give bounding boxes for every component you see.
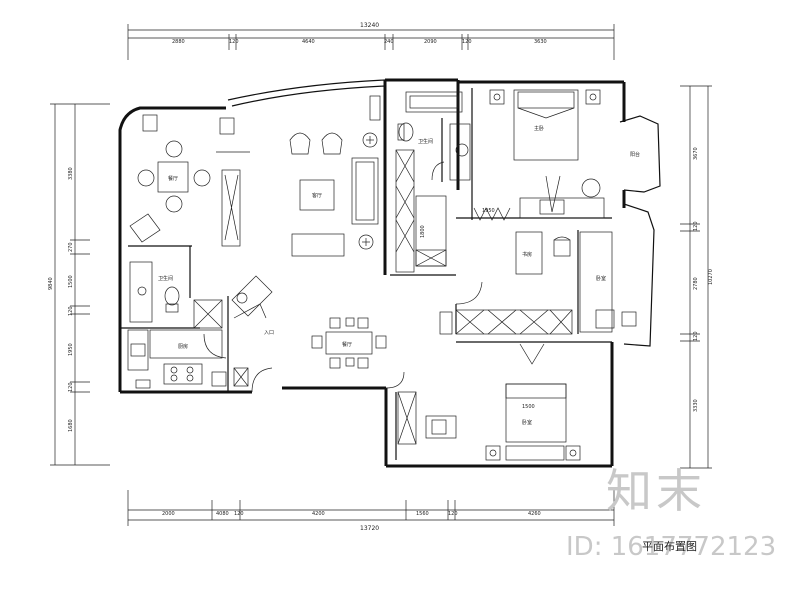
left-dim-5: 1950 xyxy=(68,343,74,356)
right-total-dimension: 10270 xyxy=(708,269,714,285)
bottom-total-dimension: 13720 xyxy=(360,525,379,532)
top-dim-6: 120 xyxy=(462,39,472,45)
bottom-dim-6: 120 xyxy=(448,511,458,517)
top-dim-7: 3630 xyxy=(534,39,547,45)
door-entry-label: 入口 xyxy=(264,330,274,336)
kitchen: 厨房 xyxy=(127,329,249,389)
right-dim-2: 120 xyxy=(693,221,699,231)
right-dim-3: 2780 xyxy=(693,277,699,290)
exterior-walls xyxy=(118,78,661,468)
left-dimension: 9840 3380 270 1500 120 1950 120 1680 xyxy=(48,103,110,466)
dining-area: 餐厅 xyxy=(311,317,387,369)
dining-label: 餐厅 xyxy=(342,341,352,348)
study-label: 书房 xyxy=(522,251,532,258)
right-dimension: 3670 120 2780 120 3330 10270 xyxy=(680,85,714,469)
left-dim-6: 120 xyxy=(68,382,74,392)
right-dim-5: 3330 xyxy=(693,399,699,412)
study-corner: 入口 xyxy=(231,275,274,336)
bed-size-tag-1: 1800 xyxy=(420,225,426,238)
left-total-dimension: 9840 xyxy=(48,277,54,290)
left-dim-2: 270 xyxy=(68,242,74,252)
closet-size-label: 1950 xyxy=(482,208,495,214)
left-dim-3: 1500 xyxy=(68,275,74,288)
right-dim-1: 3670 xyxy=(693,147,699,160)
balcony-label: 阳台 xyxy=(630,151,640,158)
bathroom-left: 卫生间 xyxy=(129,261,223,329)
top-dim-5: 2090 xyxy=(424,39,437,45)
bed-size-tag-2: 1500 xyxy=(522,404,535,410)
bottom-dim-5: 1560 xyxy=(416,511,429,517)
living-label: 客厅 xyxy=(312,192,322,199)
bathroom-right: 卫生间 xyxy=(397,91,471,181)
bathroom-left-label: 卫生间 xyxy=(158,275,173,282)
top-dim-2: 120 xyxy=(229,39,239,45)
top-dim-3: 4640 xyxy=(302,39,315,45)
bottom-dim-7: 4260 xyxy=(528,511,541,517)
master-bed-label: 主卧 xyxy=(534,125,544,132)
living-room: 客厅 xyxy=(289,95,381,257)
left-dim-4: 120 xyxy=(68,306,74,316)
bottom-dim-1: 2000 xyxy=(162,511,175,517)
left-dim-1: 3380 xyxy=(68,167,74,180)
wardrobe-row xyxy=(439,309,573,335)
bedroom-3-label: 卧室 xyxy=(522,419,532,426)
bathroom-right-label: 卫生间 xyxy=(418,138,433,145)
top-dimension: 13240 2880 120 4640 240 2090 120 3630 xyxy=(127,22,615,60)
dining-corner: 餐厅 xyxy=(129,114,250,247)
master-bedroom: 主卧 1950 xyxy=(473,89,605,221)
bedroom-3: 卧室 1500 xyxy=(251,343,581,461)
dining-corner-label: 餐厅 xyxy=(168,175,178,182)
study-room: 书房 卧室 xyxy=(455,231,637,333)
top-dim-1: 2880 xyxy=(172,39,185,45)
bottom-dim-4: 4200 xyxy=(312,511,325,517)
top-total-dimension: 13240 xyxy=(360,22,379,29)
bottom-dim-2: 4080 xyxy=(216,511,229,517)
plan-caption: 平面布置图 xyxy=(642,540,697,553)
right-dim-4: 120 xyxy=(693,331,699,341)
kitchen-label: 厨房 xyxy=(178,343,188,350)
watermark-logo: 知末 xyxy=(606,464,706,518)
left-dim-7: 1680 xyxy=(68,419,74,432)
bottom-dim-3: 120 xyxy=(234,511,244,517)
wardrobe-column: 1800 xyxy=(395,149,447,273)
top-dim-4: 240 xyxy=(384,39,394,45)
watermark-id: ID: 1617772123 xyxy=(566,532,777,562)
bedroom-2-label: 卧室 xyxy=(596,275,606,282)
bottom-dimension: 2000 4080 120 4200 1560 120 4260 13720 xyxy=(127,490,615,532)
